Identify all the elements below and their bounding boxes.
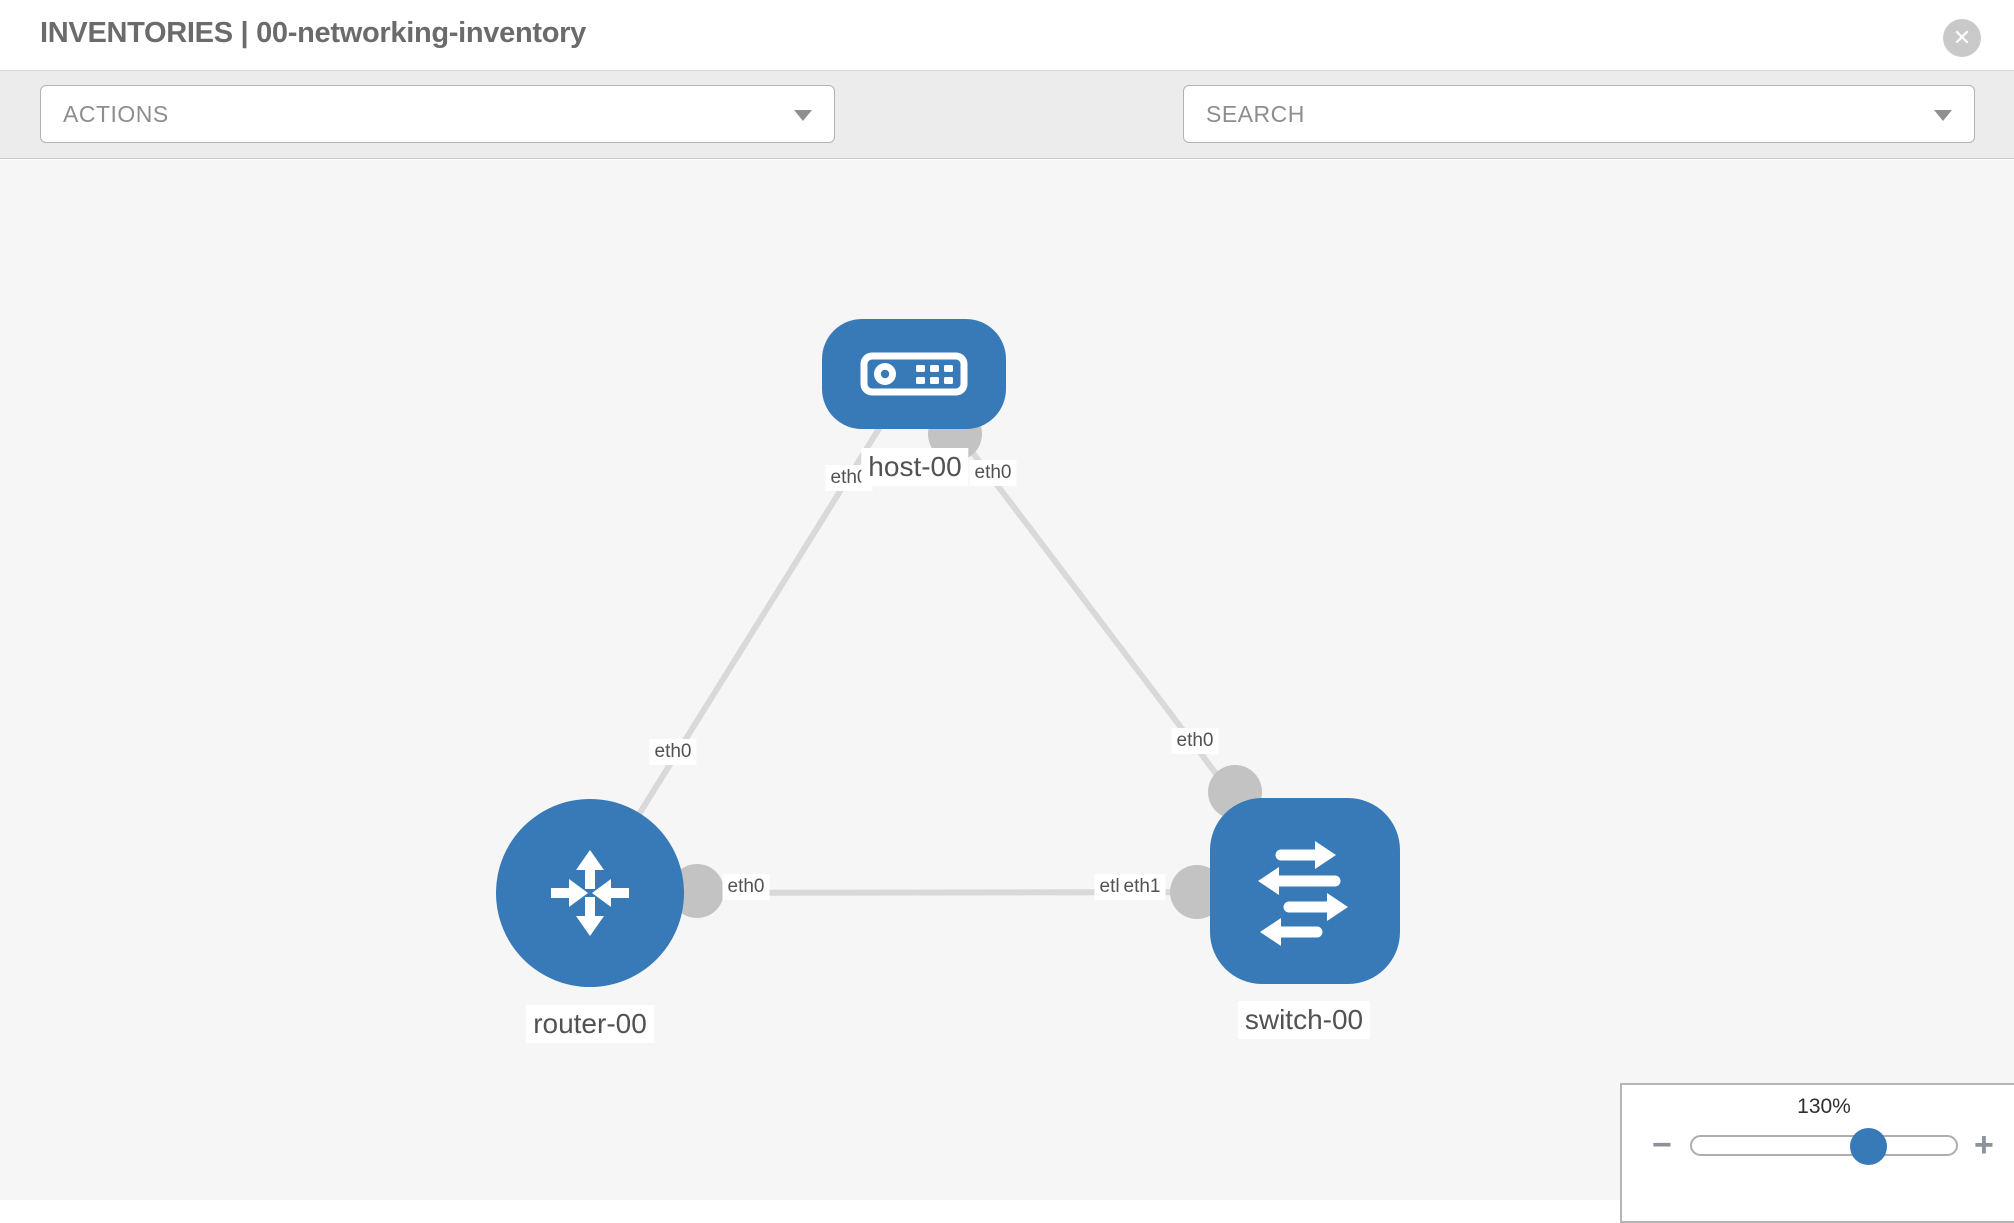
zoom-level-value: 130% xyxy=(1797,1095,1851,1118)
search-dropdown-label: SEARCH xyxy=(1206,100,1305,127)
node-switch-00[interactable] xyxy=(1210,798,1400,984)
iface-label-router-switch-switch-side: eth1 xyxy=(1118,874,1166,900)
zoom-control-panel: 130% − + xyxy=(1620,1083,2014,1223)
zoom-slider-track[interactable] xyxy=(1690,1128,1958,1165)
router-icon xyxy=(551,850,629,936)
node-label-switch-00[interactable]: switch-00 xyxy=(1237,1001,1371,1039)
panel-header: INVENTORIES | 00-networking-inventory ✕ xyxy=(0,0,2014,70)
port-router-eth0 xyxy=(670,864,724,918)
topology-svg xyxy=(496,319,1400,987)
iface-label-host-switch-switch-side: eth0 xyxy=(1171,728,1219,754)
node-router-00[interactable] xyxy=(496,799,684,987)
zoom-in-button[interactable]: + xyxy=(1974,1126,1994,1164)
iface-label-router-switch-router-side: eth0 xyxy=(722,874,770,900)
chevron-down-icon xyxy=(794,110,812,121)
node-label-router-00[interactable]: router-00 xyxy=(526,1005,654,1043)
toolbar: ACTIONS SEARCH xyxy=(0,70,2014,206)
iface-label-host-router-router-side: eth0 xyxy=(649,739,697,765)
iface-label-host-router-host-side: eth0 xyxy=(825,465,873,491)
zoom-out-button[interactable]: − xyxy=(1652,1126,1672,1164)
actions-dropdown-label: ACTIONS xyxy=(63,100,169,127)
switch-icon xyxy=(1258,841,1348,946)
page-title: INVENTORIES | 00-networking-inventory xyxy=(40,17,586,49)
zoom-slider-thumb[interactable] xyxy=(1850,1128,1887,1165)
host-icon xyxy=(860,352,968,396)
link-host-router[interactable] xyxy=(587,372,916,895)
search-dropdown[interactable]: SEARCH xyxy=(1183,85,1975,143)
close-icon[interactable]: ✕ xyxy=(1943,19,1981,57)
iface-label-host-switch-host-side: eth0 xyxy=(969,460,1017,486)
node-host-00[interactable] xyxy=(822,319,1006,429)
node-label-host-00[interactable]: host-00 xyxy=(861,448,969,486)
chevron-down-icon xyxy=(1934,110,1952,121)
actions-dropdown[interactable]: ACTIONS xyxy=(40,85,835,143)
topology-canvas[interactable]: eth0 eth0 eth0 eth0 eth0 eth0 eth1 host-… xyxy=(0,160,2014,1200)
